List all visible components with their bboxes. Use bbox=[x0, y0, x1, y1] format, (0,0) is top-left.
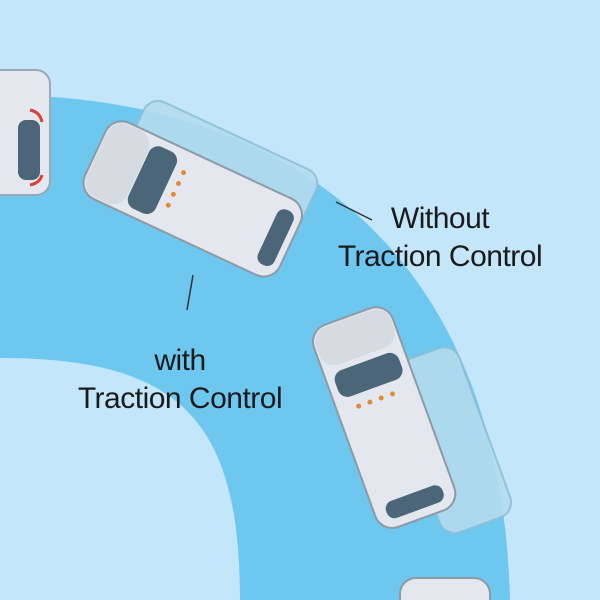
car-lower bbox=[311, 306, 457, 529]
label-with-line2: Traction Control bbox=[77, 382, 283, 415]
car-upper bbox=[82, 120, 303, 278]
car-upper-pair bbox=[82, 99, 319, 278]
car-lower-pair bbox=[311, 306, 513, 535]
label-with-line1: with bbox=[154, 344, 206, 377]
label-without-line2: Traction Control bbox=[337, 240, 543, 273]
label-with-traction-control: with Traction Control bbox=[60, 342, 300, 418]
pointer-without bbox=[335, 201, 373, 221]
car-top-left bbox=[0, 69, 51, 196]
label-without-line1: Without bbox=[390, 202, 490, 235]
pointer-with bbox=[186, 274, 194, 311]
car-bottom bbox=[399, 577, 491, 600]
label-without-traction-control: Without Traction Control bbox=[330, 200, 550, 276]
